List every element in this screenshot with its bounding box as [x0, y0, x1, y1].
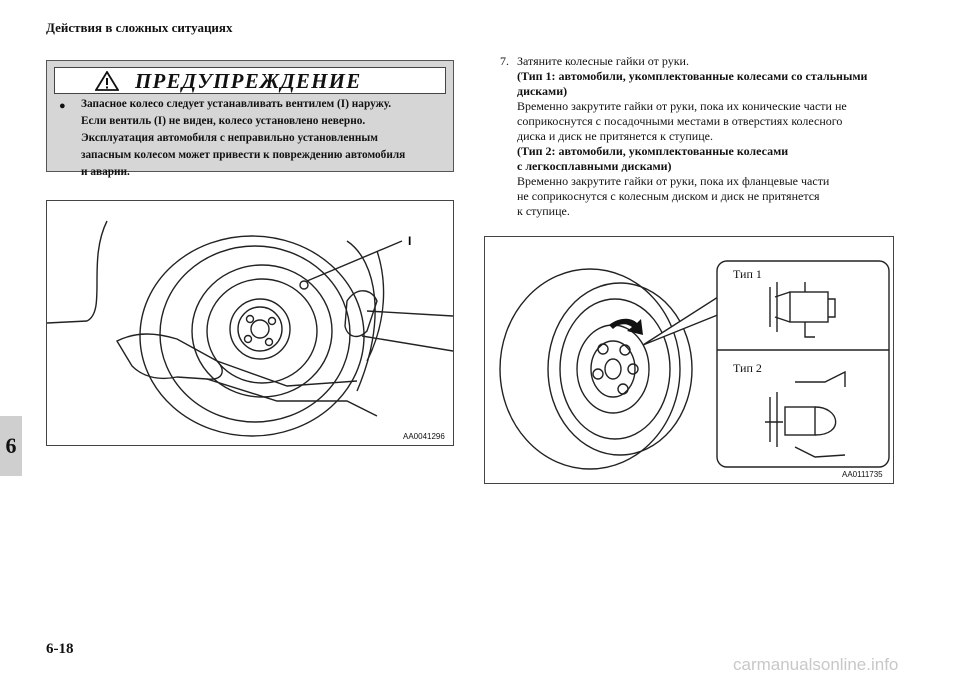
figure-code: AA0041296: [403, 432, 445, 441]
figure-code: AA0111735: [842, 470, 883, 479]
step-line: к ступице.: [517, 204, 570, 218]
nut-drawing: [499, 260, 890, 470]
warning-line: и аварии.: [81, 166, 130, 178]
step-line: (Тип 1: автомобили, укомплектованные кол…: [517, 69, 868, 83]
step-line: Временно закрутите гайки от руки, пока и…: [517, 174, 830, 188]
warning-text: Запасное колесо следует устанавливать ве…: [81, 96, 449, 181]
step-line: Затяните колесные гайки от руки.: [517, 54, 689, 68]
step-line: не соприкоснутся с колесным диском и дис…: [517, 189, 820, 203]
page-number: 6-18: [46, 641, 74, 657]
warning-line: Запасное колесо следует устанавливать ве…: [81, 98, 392, 110]
step-line: (Тип 2: автомобили, укомплектованные кол…: [517, 144, 789, 158]
warning-banner: ПРЕДУПРЕЖДЕНИЕ: [54, 67, 446, 94]
bullet-icon: ●: [59, 100, 66, 112]
warning-line: Эксплуатация автомобиля с неправильно ус…: [81, 132, 378, 144]
warning-line: Если вентиль (I) не виден, колесо устано…: [81, 115, 366, 127]
warning-box: ПРЕДУПРЕЖДЕНИЕ ● Запасное колесо следует…: [46, 60, 454, 178]
step-line: диска и диск не притянется к ступице.: [517, 129, 713, 143]
valve-callout-label: I: [408, 234, 411, 248]
watermark: carmanualsonline.info: [733, 655, 899, 674]
type-2-label: Тип 2: [733, 361, 762, 375]
step-line: дисками): [517, 84, 568, 98]
step-line: соприкоснутся с посадочными местами в от…: [517, 114, 843, 128]
warning-title: ПРЕДУПРЕЖДЕНИЕ: [135, 69, 362, 93]
step-number: 7.: [500, 54, 509, 68]
step-line: Временно закрутите гайки от руки, пока и…: [517, 99, 847, 113]
step-line: с легкосплавными дисками): [517, 159, 672, 173]
warning-triangle-icon: [95, 71, 119, 91]
spare-wheel-illustration: I AA0041296: [46, 200, 454, 446]
chapter-tab: 6: [0, 416, 22, 476]
wheel-drawing: I: [46, 220, 454, 437]
step-body: Затяните колесные гайки от руки. (Тип 1:…: [517, 54, 902, 219]
warning-line: запасным колесом может привести к повреж…: [81, 149, 406, 161]
page-header-title: Действия в сложных ситуациях: [46, 20, 233, 35]
type-1-label: Тип 1: [733, 267, 762, 281]
nut-tightening-illustration: Тип 1 Тип 2 AA0111735: [484, 236, 894, 484]
